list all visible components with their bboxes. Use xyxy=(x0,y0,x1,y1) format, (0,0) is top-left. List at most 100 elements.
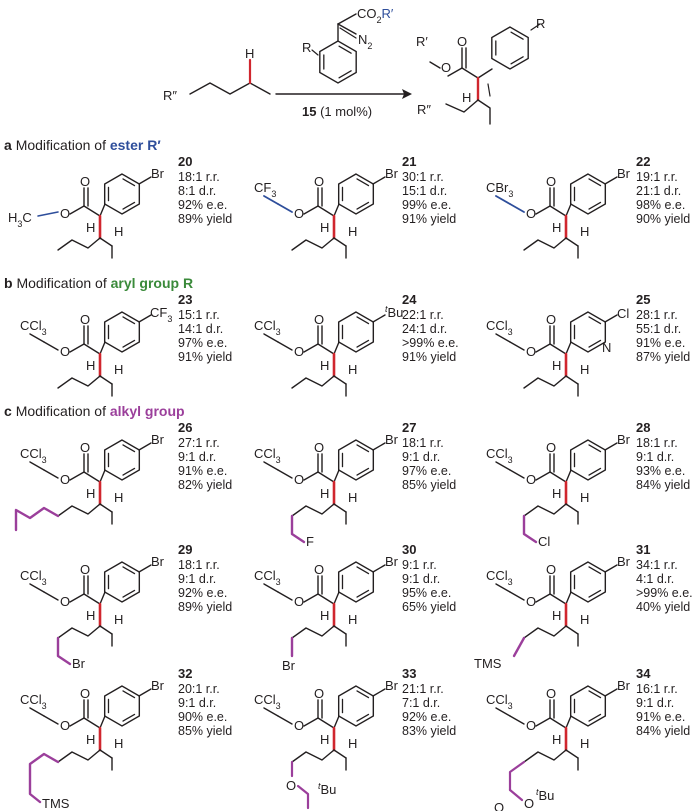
reagent-n2-label: N2 xyxy=(358,32,372,51)
aromatic-double-bond xyxy=(588,467,602,476)
chloro-label: Cl xyxy=(617,306,629,321)
carbonyl-o-label: O xyxy=(314,562,324,577)
regioselectivity-ratio: 20:1 r.r. xyxy=(178,682,220,696)
alpha-carbonyl-bond xyxy=(549,717,567,729)
alkyl-chain xyxy=(57,237,101,251)
ring-outline xyxy=(569,439,607,481)
aromatic-double-bond xyxy=(356,566,370,575)
enantiomeric-excess: 90% e.e. xyxy=(178,710,227,724)
ester-o-label: O xyxy=(526,718,536,733)
beta-h-label: H xyxy=(580,362,589,377)
carbonyl-o-label: O xyxy=(314,174,324,189)
section-prefix: Modification of xyxy=(16,137,110,153)
compound-number: 21 xyxy=(402,154,416,169)
ester-o-label: O xyxy=(60,206,70,221)
ester-cx3-label: CCl3 xyxy=(20,568,47,587)
ester-ch2-bond xyxy=(43,469,59,479)
ester-carbonyl-o-label: O xyxy=(494,800,504,811)
ring-outline xyxy=(337,685,375,727)
substrate-chain xyxy=(189,82,271,95)
diastereomeric-ratio: 4:1 d.r. xyxy=(636,572,674,586)
compound-number: 32 xyxy=(178,666,192,681)
alkyl-chain xyxy=(57,749,101,763)
bromo-label: Br xyxy=(151,166,165,181)
ester-alkyl-chain xyxy=(508,760,526,792)
ester-cx3-label: CF3 xyxy=(254,180,276,199)
alpha-h-label: H xyxy=(86,732,95,747)
subscript: 3 xyxy=(508,701,513,711)
regioselectivity-ratio: 27:1 r.r. xyxy=(178,436,220,450)
enantiomeric-excess: 92% e.e. xyxy=(178,586,227,600)
ester-cx3-bond xyxy=(263,461,279,471)
compound-number: 24 xyxy=(402,292,417,307)
ester-o-label: O xyxy=(294,718,304,733)
reagent-diazo-bond-2 xyxy=(339,27,357,39)
diastereomeric-ratio: 8:1 d.r. xyxy=(178,184,216,198)
enantiomeric-excess: 98% e.e. xyxy=(636,198,685,212)
bromo-label: Br xyxy=(151,432,165,447)
diastereomeric-ratio: 7:1 d.r. xyxy=(402,696,440,710)
para-bond xyxy=(138,442,152,451)
pivalate-tbu-label: tBu xyxy=(318,781,336,797)
para-bond xyxy=(138,314,152,323)
ring-outline xyxy=(103,439,141,481)
product-ester-bond xyxy=(429,61,441,69)
aromatic-double-bond xyxy=(122,690,136,699)
aryl-ring xyxy=(569,561,607,603)
diastereomeric-ratio: 55:1 d.r. xyxy=(636,322,681,336)
alkyl-chain xyxy=(291,503,335,517)
subscript: 3 xyxy=(42,327,47,337)
methyl-bond xyxy=(37,211,59,217)
subscript: 2 xyxy=(377,15,382,25)
carbonyl-o-label: O xyxy=(80,562,90,577)
ester-ch2-bond xyxy=(509,469,525,479)
product-h-label: H xyxy=(462,90,471,105)
aromatic-double-bond xyxy=(356,589,370,598)
section-header-c: c Modification of alkyl group xyxy=(4,403,185,419)
ring-outline xyxy=(569,173,607,215)
ester-o-label: O xyxy=(294,344,304,359)
reagent-aryl-ring xyxy=(319,40,357,84)
aromatic-double-bond xyxy=(510,56,524,65)
methyl-branch xyxy=(99,237,113,247)
ring-outline xyxy=(103,311,141,353)
beta-h-label: H xyxy=(580,736,589,751)
reagent-r-bond xyxy=(311,49,319,56)
alpha-h-label: H xyxy=(320,732,329,747)
ester-ch2-bond xyxy=(43,715,59,725)
subscript: 3 xyxy=(276,327,281,337)
regioselectivity-ratio: 18:1 r.r. xyxy=(636,436,678,450)
ester-o-bond xyxy=(69,343,85,353)
alpha-h-label: H xyxy=(552,486,561,501)
alpha-h-label: H xyxy=(86,358,95,373)
reagent-diazo-bond xyxy=(337,23,357,35)
section-letter: b xyxy=(4,275,16,291)
aromatic-double-bond xyxy=(588,316,602,325)
para-bond xyxy=(372,564,386,573)
subscript: 3 xyxy=(508,327,513,337)
para-bond xyxy=(138,688,152,697)
trifluoromethyl-label: CF3 xyxy=(150,305,172,324)
aryl-alpha-bond xyxy=(333,203,340,217)
tms-bond xyxy=(512,636,526,658)
isolated-yield: 91% yield xyxy=(178,350,232,364)
alkyl-chain xyxy=(523,625,567,639)
enantiomeric-excess: 92% e.e. xyxy=(402,710,451,724)
para-bond xyxy=(372,314,386,323)
ester-cx3-bond xyxy=(495,195,511,205)
ester-o-label: O xyxy=(524,796,534,811)
regioselectivity-ratio: 30:1 r.r. xyxy=(402,170,444,184)
ester-cx3-bond xyxy=(263,707,279,717)
enantiomeric-excess: 92% e.e. xyxy=(178,198,227,212)
alkyl-chain xyxy=(291,625,335,639)
regioselectivity-ratio: 34:1 r.r. xyxy=(636,558,678,572)
